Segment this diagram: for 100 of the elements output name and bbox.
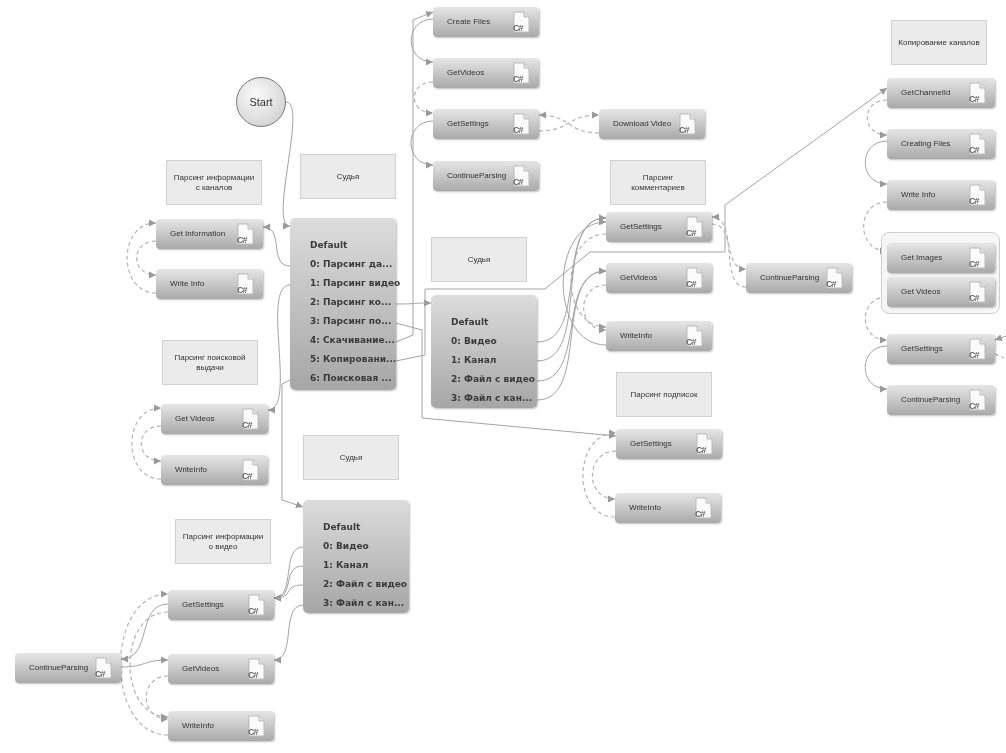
arrow xyxy=(120,603,169,662)
block-label: Write Info xyxy=(901,189,936,199)
arrow xyxy=(864,140,888,187)
block-label: GetVideos xyxy=(447,67,485,77)
dashed-arrow xyxy=(131,405,162,480)
action-block xyxy=(887,385,995,415)
block-label: WriteInfo xyxy=(620,330,652,340)
action-block xyxy=(156,219,263,249)
switch-block xyxy=(431,295,537,408)
dashed-arrow xyxy=(866,99,888,138)
group-frame xyxy=(881,232,1000,314)
block-label: ContinueParsing xyxy=(447,170,507,180)
block-label: Get Images xyxy=(901,252,943,262)
dashed-arrow xyxy=(140,425,162,464)
block-label: Write Info xyxy=(170,278,205,288)
comment-note xyxy=(166,160,262,205)
action-block xyxy=(599,109,705,139)
code-file-icon: C# xyxy=(695,433,714,455)
code-file-icon: C# xyxy=(685,216,704,238)
dashed-arrow xyxy=(864,296,888,343)
action-block xyxy=(168,590,274,620)
action-block xyxy=(616,429,722,459)
block-label: GetSettings xyxy=(447,118,489,128)
arrow xyxy=(562,219,607,346)
code-file-icon: C# xyxy=(968,389,987,411)
block-label: Create Files xyxy=(447,16,491,26)
action-block xyxy=(887,180,995,210)
note-text: Парсинг информации о видео xyxy=(181,531,265,552)
block-label: WriteInfo xyxy=(629,502,661,512)
switch-option: 1: Парсинг видео xyxy=(310,278,401,288)
action-block xyxy=(15,653,121,683)
dashed-arrow xyxy=(570,233,607,330)
switch-option: 4: Скачивание... xyxy=(310,335,395,345)
switch-option: 6: Поисковая ... xyxy=(310,373,392,383)
dashed-arrow xyxy=(711,223,747,272)
switch-option: 3: Файл с кан... xyxy=(323,598,405,608)
arrow xyxy=(281,379,304,509)
block-label: GetSettings xyxy=(182,599,224,609)
block-label: GetSettings xyxy=(620,221,662,231)
action-block xyxy=(615,493,721,523)
block-label: GetVideos xyxy=(620,272,658,282)
block-label: Get Videos xyxy=(901,286,941,296)
start-circle xyxy=(236,77,286,127)
arrow xyxy=(395,322,617,439)
block-label: GetSettings xyxy=(630,438,672,448)
switch-option: 1: Канал xyxy=(323,560,369,570)
switch-block xyxy=(303,500,409,613)
switch-option: 5: Копировани... xyxy=(310,354,397,364)
arrow xyxy=(864,345,888,392)
switch-option: 0: Парсинг да... xyxy=(310,259,393,269)
block-label: ContinueParsing xyxy=(29,662,89,672)
code-file-icon: C# xyxy=(94,657,113,679)
action-block xyxy=(433,161,539,191)
comment-note xyxy=(162,340,258,385)
arrow xyxy=(395,11,434,343)
dashed-arrow xyxy=(711,215,747,288)
arrow xyxy=(536,269,607,401)
arrow xyxy=(410,18,434,65)
arrow xyxy=(395,299,432,307)
code-file-icon: C# xyxy=(968,184,987,206)
action-block xyxy=(887,334,995,364)
block-label: ContinueParsing xyxy=(760,272,820,282)
arrow xyxy=(267,284,291,411)
action-block xyxy=(887,277,995,307)
note-text: Парсинг поисковой выдачи xyxy=(173,352,247,373)
code-file-icon: C# xyxy=(247,658,266,680)
arrow xyxy=(395,87,888,362)
switch-option: 2: Файл с видео xyxy=(451,374,536,384)
code-file-icon: C# xyxy=(685,267,704,289)
action-block xyxy=(168,711,274,741)
block-label: GetSettings xyxy=(901,343,943,353)
action-block xyxy=(887,243,995,273)
switch-title: Default xyxy=(451,317,489,327)
arrow xyxy=(273,604,304,662)
comment-note xyxy=(300,154,396,199)
action-block xyxy=(606,321,712,351)
note-text: Судья xyxy=(335,171,361,182)
dashed-arrow xyxy=(583,284,607,333)
code-file-icon: C# xyxy=(241,459,260,481)
action-block xyxy=(887,78,995,108)
switch-title: Default xyxy=(310,240,348,250)
switch-option: 2: Файл с видео xyxy=(323,579,408,589)
code-file-icon: C# xyxy=(236,273,255,295)
code-file-icon: C# xyxy=(968,82,987,104)
note-text: Парсинг комментариев xyxy=(630,172,686,193)
arrow xyxy=(410,120,434,168)
block-label: Get Information xyxy=(170,228,226,238)
action-block xyxy=(746,263,852,293)
switch-option: 1: Канал xyxy=(451,355,497,365)
code-file-icon: C# xyxy=(512,113,531,135)
block-label: Get Videos xyxy=(175,413,215,423)
comment-note xyxy=(303,435,399,480)
switch-option: 3: Парсинг по... xyxy=(310,316,392,326)
comment-note xyxy=(610,160,706,205)
dashed-arrow xyxy=(145,675,169,722)
dashed-arrow xyxy=(126,220,157,294)
dashed-arrow xyxy=(119,591,169,736)
dashed-arrow xyxy=(591,450,617,502)
arrow xyxy=(994,334,1006,341)
code-file-icon: C# xyxy=(825,267,844,289)
